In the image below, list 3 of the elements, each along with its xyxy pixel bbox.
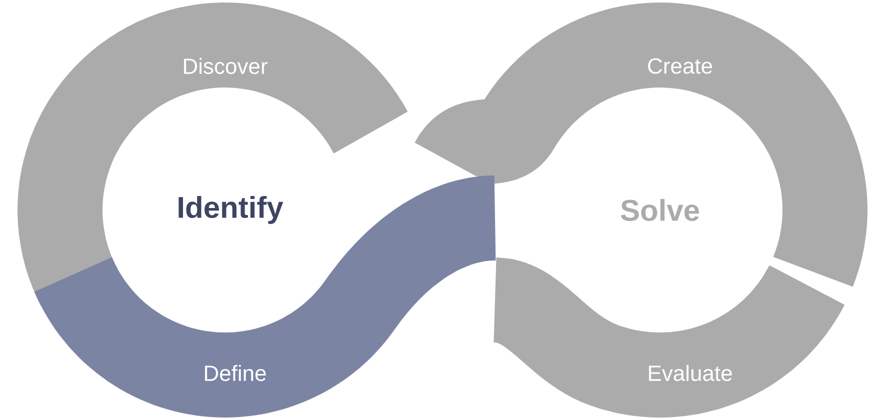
center-label: Solve xyxy=(620,198,700,222)
loop-band: Evaluate xyxy=(494,258,845,418)
center-label: Identify xyxy=(178,196,284,224)
